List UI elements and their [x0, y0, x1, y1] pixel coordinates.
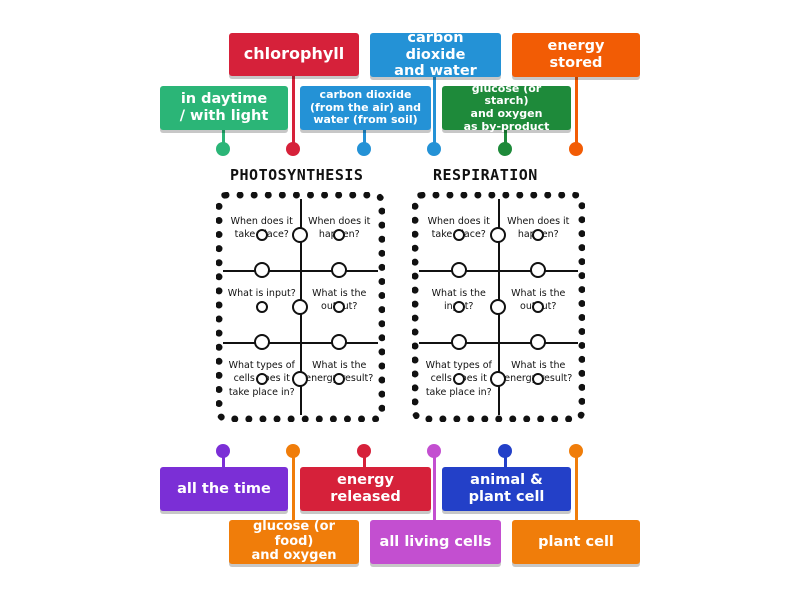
bottom-pin-5-line [504, 451, 507, 467]
respiration-grid-divider-horizontal [419, 342, 578, 344]
respiration-title: RESPIRATION [433, 166, 538, 184]
label-co2-water[interactable]: carbon dioxide and water [370, 30, 501, 80]
label-glucose-oxygen-byproduct-text: glucose (or starch) and oxygen as by-pro… [463, 81, 550, 133]
photosynthesis-title: PHOTOSYNTHESIS [230, 166, 364, 184]
respiration-puzzle-knob [530, 334, 547, 350]
respiration-drop-target-5[interactable] [452, 373, 465, 385]
photosynthesis-puzzle-knob [291, 299, 308, 315]
photosynthesis-puzzle-knob [253, 262, 270, 278]
label-daytime-text: in daytime / with light [179, 91, 269, 124]
top-pin-2-dot[interactable] [286, 142, 300, 156]
label-all-the-time[interactable]: all the time [160, 467, 288, 511]
label-energy-released-text: energy released [330, 472, 401, 505]
photosynthesis-puzzle-knob [291, 371, 308, 387]
photosynthesis-puzzle-card: When does it take place?When does it hap… [216, 192, 385, 422]
top-pin-5-dot[interactable] [498, 142, 512, 156]
respiration-puzzle-knob [450, 334, 467, 350]
label-plant-cell-text: plant cell [538, 533, 614, 550]
label-glucose-food-oxygen[interactable]: glucose (or food) and oxygen [229, 518, 359, 564]
photosynthesis-drop-target-3[interactable] [255, 301, 268, 313]
respiration-puzzle-card: When does it take place?When does it hap… [412, 192, 585, 422]
top-pin-4-line [433, 77, 436, 149]
photosynthesis-puzzle-knob [331, 262, 348, 278]
respiration-drop-target-6[interactable] [532, 373, 545, 385]
respiration-puzzle-knob [489, 299, 506, 315]
photosynthesis-drop-target-6[interactable] [333, 373, 346, 385]
label-co2-air-water-soil[interactable]: carbon dioxide (from the air) and water … [300, 86, 431, 130]
label-energy-stored[interactable]: energy stored [512, 33, 640, 77]
photosynthesis-drop-target-2[interactable] [333, 229, 346, 241]
label-energy-released[interactable]: energy released [300, 467, 431, 511]
bottom-pin-1-line [222, 451, 225, 467]
label-all-living-cells-text: all living cells [379, 533, 492, 550]
respiration-drop-target-1[interactable] [452, 229, 465, 241]
respiration-puzzle-knob [530, 262, 547, 278]
respiration-drop-target-2[interactable] [532, 229, 545, 241]
respiration-puzzle-knob [450, 262, 467, 278]
top-pin-3-line [363, 130, 366, 149]
label-daytime[interactable]: in daytime / with light [160, 86, 288, 130]
bottom-pin-5-dot[interactable] [498, 444, 512, 458]
label-all-living-cells[interactable]: all living cells [370, 520, 501, 564]
bottom-pin-3-line [363, 451, 366, 467]
label-co2-air-water-soil-text: carbon dioxide (from the air) and water … [309, 88, 422, 127]
label-chlorophyll[interactable]: chlorophyll [229, 33, 359, 76]
bottom-pin-2-dot[interactable] [286, 444, 300, 458]
photosynthesis-grid-divider-horizontal [223, 270, 378, 272]
label-chlorophyll-text: chlorophyll [243, 44, 345, 64]
label-energy-stored-text: energy stored [547, 38, 605, 71]
bottom-pin-2-line [292, 451, 295, 520]
photosynthesis-puzzle-knob [291, 227, 308, 243]
photosynthesis-drop-target-5[interactable] [255, 373, 268, 385]
top-pin-5-line [504, 130, 507, 149]
label-plant-cell[interactable]: plant cell [512, 520, 640, 564]
photosynthesis-question-3: What is input? [227, 288, 296, 299]
top-pin-6-dot[interactable] [569, 142, 583, 156]
photosynthesis-puzzle-knob [331, 334, 348, 350]
label-animal-plant-cell-text: animal & plant cell [468, 472, 545, 505]
respiration-grid-divider-horizontal [419, 270, 578, 272]
top-pin-4-dot[interactable] [427, 142, 441, 156]
label-all-the-time-text: all the time [177, 480, 271, 497]
photosynthesis-drop-target-4[interactable] [333, 301, 346, 313]
photosynthesis-puzzle-knob [253, 334, 270, 350]
bottom-pin-6-dot[interactable] [569, 444, 583, 458]
bottom-pin-4-dot[interactable] [427, 444, 441, 458]
photosynthesis-grid-divider-horizontal [223, 342, 378, 344]
top-pin-6-line [575, 77, 578, 149]
label-animal-plant-cell[interactable]: animal & plant cell [442, 467, 571, 511]
label-glucose-oxygen-byproduct[interactable]: glucose (or starch) and oxygen as by-pro… [442, 82, 571, 132]
respiration-puzzle-knob [489, 227, 506, 243]
label-co2-water-text: carbon dioxide and water [394, 30, 477, 80]
top-pin-1-dot[interactable] [216, 142, 230, 156]
top-pin-3-dot[interactable] [357, 142, 371, 156]
top-pin-2-line [292, 76, 295, 149]
respiration-drop-target-4[interactable] [532, 301, 545, 313]
respiration-puzzle-knob [489, 371, 506, 387]
label-glucose-food-oxygen-text: glucose (or food) and oxygen [251, 518, 337, 564]
bottom-pin-1-dot[interactable] [216, 444, 230, 458]
top-pin-1-line [222, 130, 225, 149]
bottom-pin-4-line [433, 451, 436, 520]
photosynthesis-drop-target-1[interactable] [255, 229, 268, 241]
bottom-pin-6-line [575, 451, 578, 520]
respiration-drop-target-3[interactable] [452, 301, 465, 313]
bottom-pin-3-dot[interactable] [357, 444, 371, 458]
